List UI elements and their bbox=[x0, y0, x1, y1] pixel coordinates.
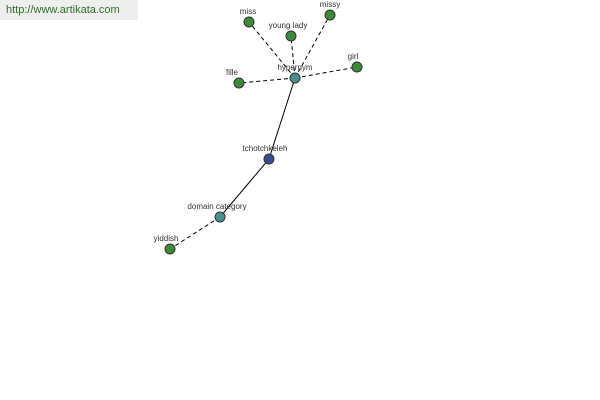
node-dot-center[interactable] bbox=[263, 153, 275, 165]
node-yiddish[interactable]: yiddish bbox=[154, 234, 179, 255]
edge-hypernym-girl bbox=[294, 66, 358, 79]
edge-domain-yiddish bbox=[169, 216, 221, 250]
node-label-miss[interactable]: miss bbox=[240, 7, 256, 16]
node-label-young-lady[interactable]: young lady bbox=[269, 21, 308, 30]
node-label-missy[interactable]: missy bbox=[320, 0, 340, 9]
node-label-hypernym[interactable]: hypernym bbox=[277, 63, 312, 72]
edge-hypernym-young_lady bbox=[290, 35, 296, 79]
node-dot-hypernym[interactable] bbox=[289, 72, 301, 84]
node-dot-girl[interactable] bbox=[351, 61, 363, 73]
edge-center-domain bbox=[219, 158, 270, 218]
node-dot-yiddish[interactable] bbox=[164, 243, 176, 255]
node-dot-missy[interactable] bbox=[324, 9, 336, 21]
edge-hypernym-fille bbox=[238, 77, 296, 84]
node-dot-miss[interactable] bbox=[243, 16, 255, 28]
graph-edges bbox=[169, 14, 358, 250]
edge-hypernym-missy bbox=[294, 14, 331, 79]
node-center[interactable]: tchotchkeleh bbox=[243, 144, 288, 165]
node-label-domain[interactable]: domain category bbox=[187, 202, 246, 211]
node-dot-young-lady[interactable] bbox=[285, 30, 297, 42]
node-girl[interactable]: girl bbox=[348, 52, 363, 73]
node-miss[interactable]: miss bbox=[240, 7, 256, 28]
node-hypernym[interactable]: hypernym bbox=[277, 63, 313, 84]
node-label-girl[interactable]: girl bbox=[348, 52, 359, 61]
node-fille[interactable]: fille bbox=[226, 68, 245, 89]
node-young-lady[interactable]: young lady bbox=[269, 21, 308, 42]
node-label-fille[interactable]: fille bbox=[226, 68, 239, 77]
edge-center-hypernym bbox=[268, 77, 296, 160]
node-dot-fille[interactable] bbox=[233, 77, 245, 89]
node-label-yiddish[interactable]: yiddish bbox=[154, 234, 179, 243]
node-dot-domain[interactable] bbox=[214, 211, 226, 223]
node-missy[interactable]: missy bbox=[320, 0, 340, 21]
edge-hypernym-miss bbox=[248, 21, 296, 79]
node-domain[interactable]: domain category bbox=[187, 202, 247, 223]
site-watermark[interactable]: http://www.artikata.com bbox=[0, 0, 138, 20]
node-label-center[interactable]: tchotchkeleh bbox=[243, 144, 288, 153]
